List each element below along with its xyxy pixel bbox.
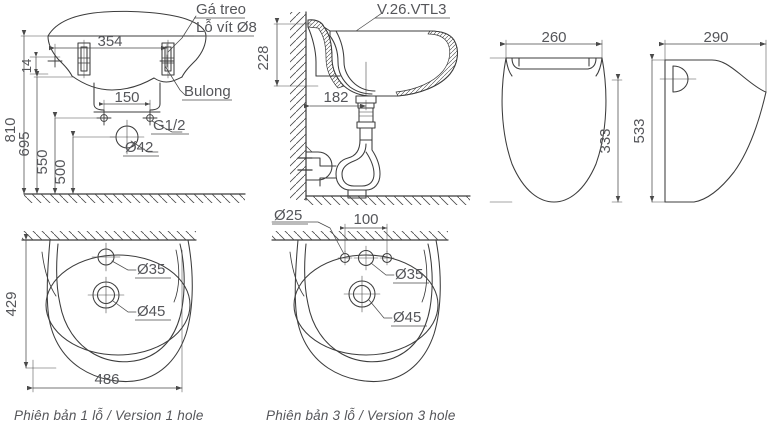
wall-line-plan1 — [21, 231, 197, 241]
dim-text-533: 533 — [631, 118, 648, 143]
wall-line-plan3 — [271, 231, 449, 241]
dim-486 — [27, 249, 183, 393]
leader-model-label — [355, 12, 383, 32]
svg-text:Ø42: Ø42 — [125, 139, 153, 156]
tap-holes-plan3 — [337, 245, 395, 271]
view-plan-one-hole — [21, 231, 197, 393]
dim-182 — [304, 99, 367, 111]
view-side-section — [273, 11, 471, 205]
label-d35-plan3: Ø35 — [393, 266, 429, 284]
dim-14 — [29, 51, 61, 75]
dim-333 — [611, 74, 623, 203]
dim-text-333: 333 — [597, 128, 614, 153]
floor-line-v2 — [305, 195, 471, 205]
svg-text:Ø25: Ø25 — [274, 207, 302, 224]
leader-d35-plan3 — [370, 262, 395, 276]
svg-text:Ø45: Ø45 — [393, 309, 421, 326]
basin-section-hatch-left — [307, 19, 345, 89]
leader-g12 — [151, 120, 183, 133]
p-trap — [297, 139, 381, 199]
leader-d42 — [130, 140, 159, 153]
label-d45-plan1: Ø45 — [135, 303, 171, 321]
waste-hole-plan1 — [87, 276, 125, 314]
dim-text-260: 260 — [541, 29, 566, 46]
label-bolt: Bulong — [182, 83, 232, 101]
leader-d45-plan3 — [368, 299, 393, 319]
leader-bolt — [164, 65, 186, 96]
caption-version-3-hole: Phiên bản 3 lỗ / Version 3 hole — [266, 408, 456, 423]
tap-hole-plan1 — [91, 242, 121, 272]
waste-hole-plan3 — [343, 275, 381, 313]
dim-429 — [23, 234, 57, 369]
dim-550 — [52, 112, 105, 195]
dim-text-810: 810 — [2, 117, 19, 142]
label-g12: G1/2 — [151, 117, 189, 135]
view-pedestal-side — [649, 39, 767, 203]
dim-text-429: 429 — [3, 291, 20, 316]
dim-260 — [500, 39, 603, 59]
dim-text-695: 695 — [16, 131, 33, 156]
dim-810 — [20, 30, 51, 195]
dim-text-550: 550 — [34, 149, 51, 174]
svg-text:Ø35: Ø35 — [137, 261, 165, 278]
svg-text:V.26.VTL3: V.26.VTL3 — [377, 1, 447, 18]
dim-150 — [98, 99, 151, 119]
label-d25-plan3: Ø25 — [272, 207, 308, 225]
leader-d25-plan3 — [271, 221, 345, 255]
dim-text-228: 228 — [255, 45, 272, 70]
view-pedestal-front — [489, 39, 623, 203]
dim-100 — [339, 223, 388, 253]
label-screw-hole: Lỗ vít Ø8 — [194, 19, 257, 37]
dim-500 — [70, 131, 117, 195]
dim-228 — [273, 18, 319, 87]
dim-text-14: 14 — [19, 59, 34, 73]
leader-d35-plan1 — [111, 260, 137, 271]
bolt-marks-upper — [47, 54, 175, 68]
dim-354 — [49, 43, 168, 63]
label-model: V.26.VTL3 — [375, 1, 450, 19]
dim-text-182: 182 — [323, 89, 348, 106]
caption-version-1-hole: Phiên bản 1 lỗ / Version 1 hole — [14, 408, 204, 423]
leader-d45-plan1 — [112, 300, 137, 313]
svg-text:G1/2: G1/2 — [153, 117, 186, 134]
basin-outline-front — [47, 10, 207, 91]
view-front-elevation — [20, 10, 246, 203]
basin-section-hatch-right — [395, 30, 458, 97]
dim-text-486: 486 — [94, 371, 119, 388]
label-d35-plan1: Ø35 — [135, 261, 171, 279]
floor-line-v1 — [23, 193, 246, 203]
svg-text:Lỗ vít Ø8: Lỗ vít Ø8 — [196, 19, 257, 36]
svg-text:Bulong: Bulong — [184, 83, 231, 100]
dim-text-500: 500 — [52, 159, 69, 184]
svg-text:Ø35: Ø35 — [395, 266, 423, 283]
dim-695 — [33, 71, 75, 195]
dim-290 — [659, 39, 767, 93]
dim-text-100: 100 — [353, 211, 378, 228]
svg-text:Gá treo: Gá treo — [196, 1, 246, 18]
view-plan-three-hole — [271, 221, 449, 383]
label-hanger: Gá treo — [194, 1, 246, 19]
label-d45-plan3: Ø45 — [391, 309, 427, 327]
dim-text-290: 290 — [703, 29, 728, 46]
svg-text:Ø45: Ø45 — [137, 303, 165, 320]
label-d42: Ø42 — [123, 139, 159, 157]
dim-text-150: 150 — [114, 89, 139, 106]
dim-text-354: 354 — [97, 33, 122, 50]
leader-hanger — [167, 15, 197, 53]
wall-bracket-plates — [77, 39, 175, 79]
wall-line — [290, 11, 307, 201]
